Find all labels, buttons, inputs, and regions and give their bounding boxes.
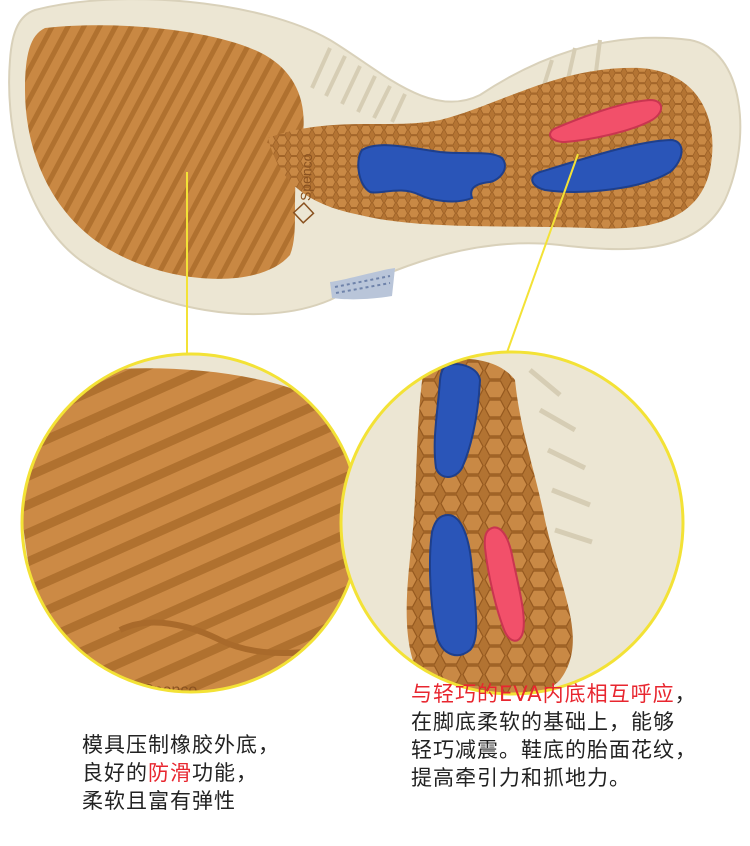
red-pad	[549, 98, 663, 144]
blue-pad-center	[357, 144, 506, 203]
caption-right-line-3: 轻巧减震。鞋底的胎面花纹，	[411, 738, 697, 762]
highlight-eva: 与轻巧的EVA内底相互呼应	[411, 682, 675, 706]
caption-right-line-1: 与轻巧的EVA内底相互呼应，	[411, 682, 697, 706]
caption-left-line-2: 良好的防滑功能，	[82, 761, 258, 785]
sandal-sole: Spenco	[8, 0, 742, 316]
caption-left-line-3: 柔软且富有弹性	[82, 789, 236, 813]
caption-outsole: 模具压制橡胶外底， 良好的防滑功能， 柔软且富有弹性	[82, 731, 280, 815]
zoom-circle-forefoot: Spenco	[22, 354, 360, 699]
caption-right-line-2: 在脚底柔软的基础上，能够	[411, 710, 675, 734]
highlight-antislip: 防滑	[148, 761, 192, 785]
zoom-circle-heel	[341, 352, 683, 694]
spenco-logo-sole: Spenco	[292, 153, 315, 224]
callout-line-right	[504, 153, 579, 359]
forefoot-rubber	[25, 25, 304, 279]
svg-text:Spenco: Spenco	[143, 682, 197, 699]
caption-left-line-1: 模具压制橡胶外底，	[82, 733, 280, 757]
caption-insole: 与轻巧的EVA内底相互呼应， 在脚底柔软的基础上，能够 轻巧减震。鞋底的胎面花纹…	[411, 680, 697, 792]
svg-text:Spenco: Spenco	[297, 153, 315, 201]
caption-right-line-4: 提高牵引力和抓地力。	[411, 766, 631, 790]
